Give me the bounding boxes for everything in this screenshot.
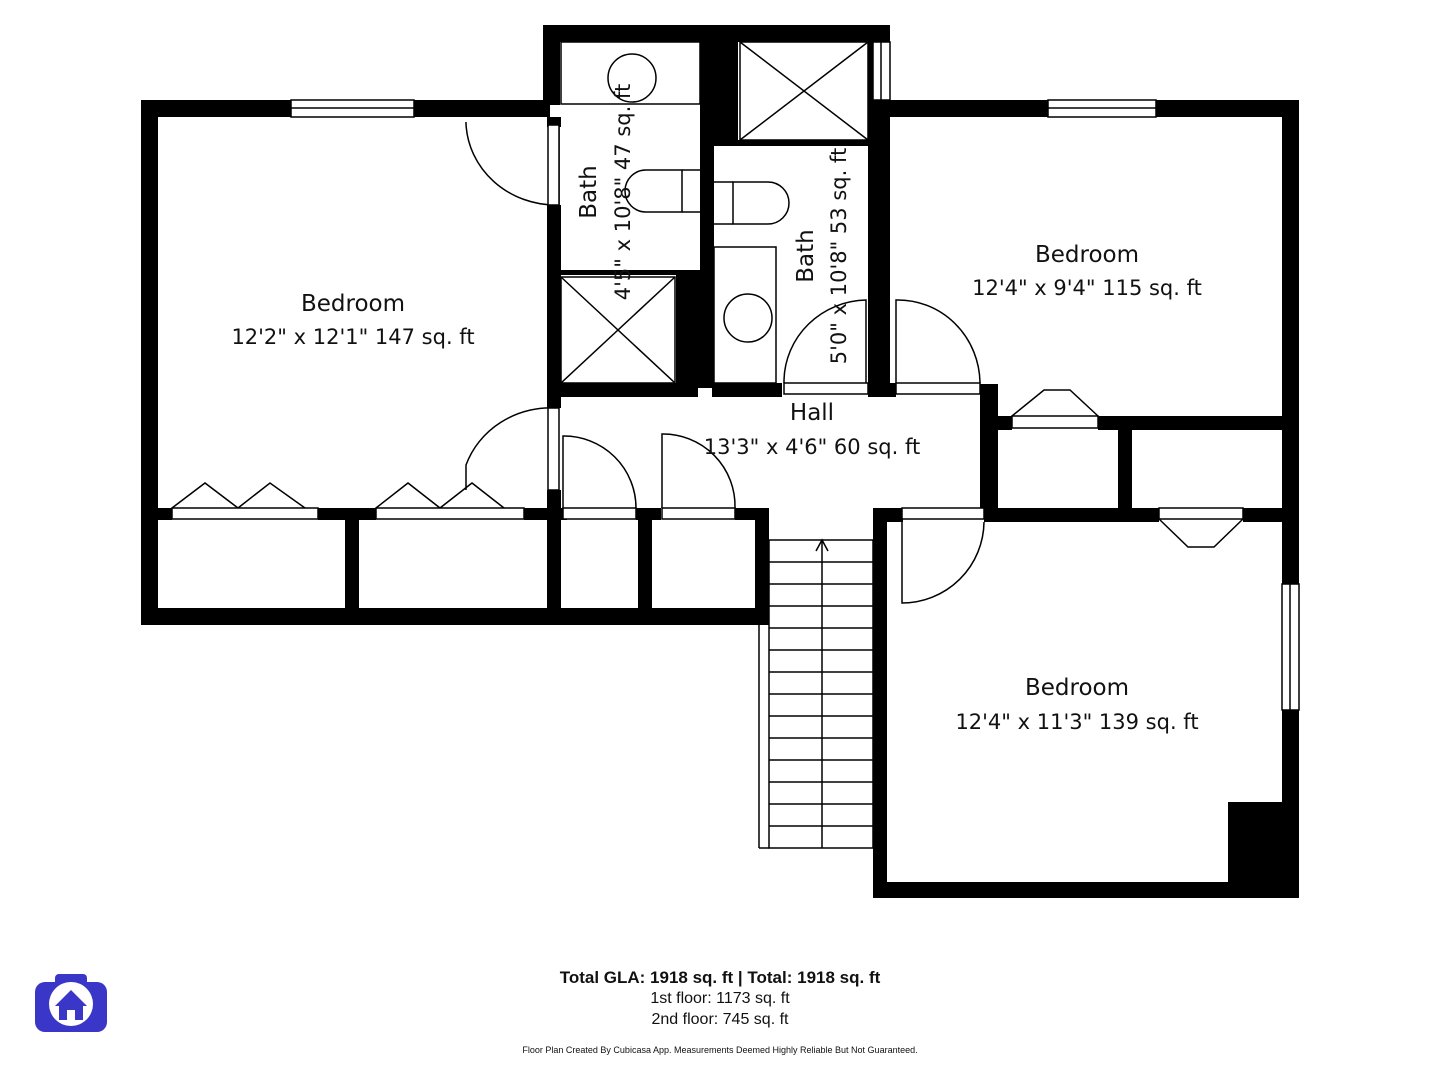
room-dims-bedroom-top-right: 12'4" x 9'4" 115 sq. ft [972,276,1202,300]
footer-total-area: Total GLA: 1918 sq. ft | Total: 1918 sq.… [559,968,881,987]
doors [171,122,1244,604]
room-dims-bath-right: 5'0" x 10'8" 53 sq. ft [827,148,851,364]
room-name-bedroom-bottom-right: Bedroom [1025,675,1129,701]
walls [141,25,1299,898]
footer-second-floor: 2nd floor: 745 sq. ft [651,1011,789,1028]
footer-first-floor: 1st floor: 1173 sq. ft [650,990,790,1007]
stairs [758,538,874,849]
room-dims-bath-left: 4'5" x 10'8" 47 sq. ft [611,84,635,300]
room-name-bath-left: Bath [576,165,602,218]
fixtures [560,41,869,384]
room-labels: Bedroom 12'2" x 12'1" 147 sq. ft Bedroom… [231,84,1201,734]
room-name-bath-right: Bath [793,229,819,282]
room-name-bedroom-top-right: Bedroom [1035,242,1139,268]
room-dims-bedroom-bottom-right: 12'4" x 11'3" 139 sq. ft [955,710,1198,734]
room-dims-bedroom-left: 12'2" x 12'1" 147 sq. ft [231,325,474,349]
footer-credit: Floor Plan Created By Cubicasa App. Meas… [522,1045,918,1055]
room-dims-hall: 13'3" x 4'6" 60 sq. ft [704,435,920,459]
camera-house-icon [35,974,107,1032]
room-name-hall: Hall [790,400,834,426]
kahuna-photo-logo [33,972,109,1034]
room-name-bedroom-left: Bedroom [301,291,405,317]
windows [290,41,1300,711]
